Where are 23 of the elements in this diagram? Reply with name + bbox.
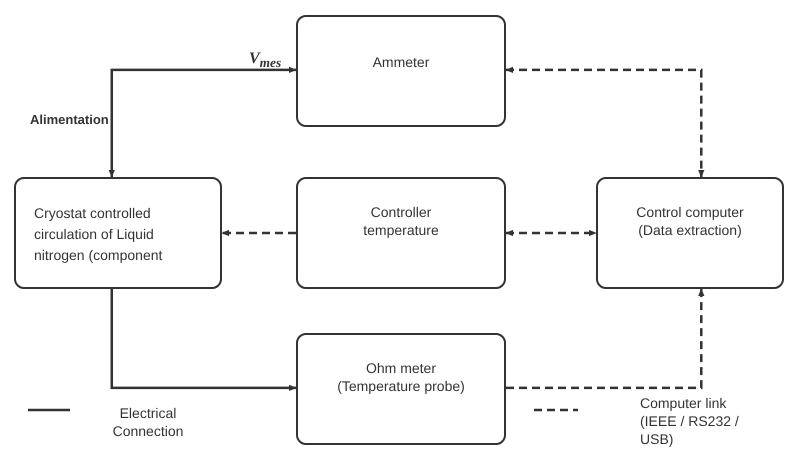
arrow: [108, 66, 297, 178]
box-text: (Temperature probe): [337, 377, 465, 395]
arrow: [505, 230, 597, 236]
process-box: [596, 177, 784, 289]
arrow: [110, 289, 297, 392]
box-text: temperature: [363, 221, 439, 239]
legend-text: Electrical Connection: [112, 404, 184, 440]
arrow: [221, 230, 296, 236]
box-text: Ammeter: [372, 53, 430, 71]
box-text: (Data extraction): [638, 221, 742, 239]
legend-text: Computer link (IEEE / RS232 / USB): [640, 394, 740, 448]
arrow: [505, 66, 704, 178]
box-text: Cryostat controlled circulation of Liquid nitrogen (component: [34, 204, 164, 265]
arrow: [506, 288, 704, 390]
process-box: [296, 15, 506, 127]
signal-label: Alimentation: [30, 112, 109, 127]
signal-label: V$_{mes}$: [249, 50, 282, 72]
box-text: Controller: [370, 203, 432, 221]
box-text: Ohm meter: [366, 359, 436, 377]
process-box: [14, 177, 222, 289]
process-box: [296, 177, 506, 289]
box-text: Control computer: [636, 203, 744, 221]
process-box: [296, 333, 506, 445]
